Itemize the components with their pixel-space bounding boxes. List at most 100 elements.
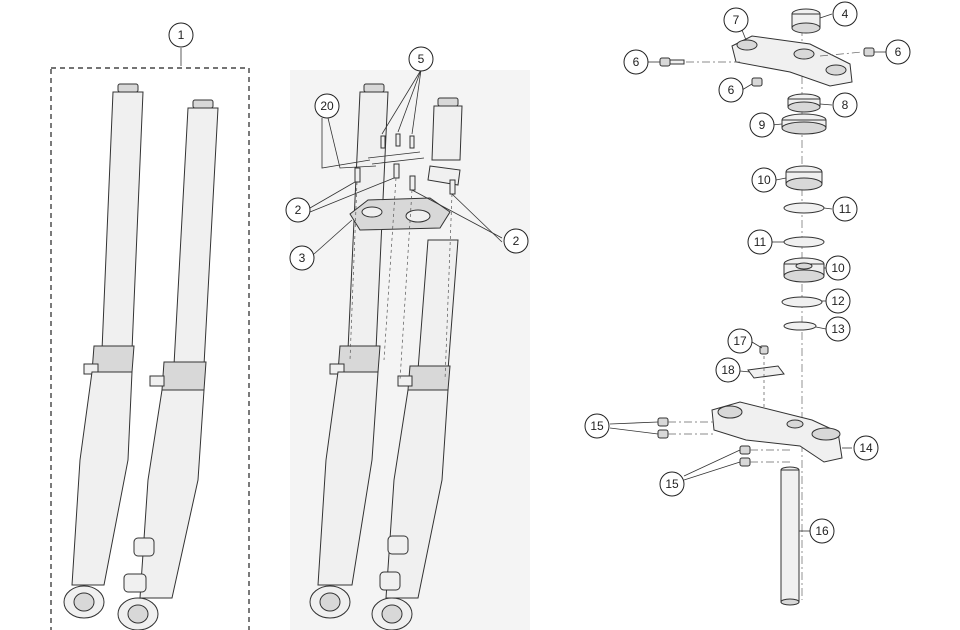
steering-stem-tube <box>780 466 800 606</box>
callout-number: 8 <box>842 98 849 112</box>
fork-leg-left <box>63 83 144 619</box>
callout-circle <box>168 22 194 48</box>
callout-circle <box>584 413 610 439</box>
callout-number: 2 <box>513 234 520 248</box>
callout-c2b: 2 <box>503 228 529 254</box>
steering-stem-assembly <box>609 8 886 606</box>
callout-circle <box>285 197 311 223</box>
callout-circle <box>832 92 858 118</box>
callout-circle <box>825 316 851 342</box>
callout-number: 6 <box>728 83 735 97</box>
bolt-6-left-shank <box>669 59 685 65</box>
seal-ring <box>781 296 823 308</box>
race-ring-lower <box>783 236 825 248</box>
callout-c14: 14 <box>853 435 879 461</box>
callout-c17: 17 <box>727 328 753 354</box>
top-clamp-plate <box>349 197 451 231</box>
dust-cover <box>783 321 817 331</box>
callout-number: 11 <box>754 235 767 249</box>
callout-circle <box>751 167 777 193</box>
steering-cap <box>791 8 821 34</box>
callout-number: 12 <box>831 294 845 308</box>
callout-c6a: 6 <box>623 49 649 75</box>
callout-c11b: 11 <box>747 229 773 255</box>
callout-circle <box>289 245 315 271</box>
callout-number: 4 <box>842 7 849 21</box>
callout-number: 13 <box>831 322 845 336</box>
callout-c3: 3 <box>289 245 315 271</box>
callout-number: 3 <box>299 251 306 265</box>
callout-c9: 9 <box>749 112 775 138</box>
pinch-bolt-2 <box>657 429 669 439</box>
callout-number: 2 <box>295 203 302 217</box>
callout-number: 17 <box>733 334 747 348</box>
race-ring-upper <box>783 202 825 214</box>
pinch-bolt-1 <box>657 417 669 427</box>
callout-number: 10 <box>831 261 845 275</box>
stem-washer <box>781 113 827 135</box>
callout-c10b: 10 <box>825 255 851 281</box>
pinch-bolt-3 <box>739 445 751 455</box>
callout-c8: 8 <box>832 92 858 118</box>
callout-c6c: 6 <box>718 77 744 103</box>
callout-number: 5 <box>418 52 425 66</box>
callout-number: 16 <box>815 524 829 538</box>
callout-c5: 5 <box>408 46 434 72</box>
callout-circle <box>832 196 858 222</box>
callout-circle <box>718 77 744 103</box>
pinch-bolt-4 <box>739 457 751 467</box>
callout-c10a: 10 <box>751 167 777 193</box>
callout-c7: 7 <box>723 7 749 33</box>
callout-circle <box>723 7 749 33</box>
callout-circle <box>853 435 879 461</box>
callout-circle <box>727 328 753 354</box>
fork-leg-right <box>117 99 219 630</box>
callout-c15b: 15 <box>659 471 685 497</box>
lock-plate <box>747 365 785 379</box>
callout-number: 7 <box>733 13 740 27</box>
callout-c6b: 6 <box>885 39 911 65</box>
callout-number: 6 <box>895 45 902 59</box>
bottom-triple-clamp <box>711 401 843 463</box>
bolt-6-right <box>863 47 875 57</box>
fork-assembly-exploded <box>290 69 530 630</box>
callout-c16: 16 <box>809 518 835 544</box>
callout-number: 18 <box>721 363 735 377</box>
callout-number: 15 <box>665 477 679 491</box>
callout-circle <box>314 93 340 119</box>
callout-c13: 13 <box>825 316 851 342</box>
bolt-6-lower <box>751 77 763 87</box>
callout-circle <box>623 49 649 75</box>
callout-circle <box>408 46 434 72</box>
callout-number: 1 <box>178 28 185 42</box>
fork-assembly-complete <box>50 48 250 630</box>
callout-number: 9 <box>759 118 766 132</box>
callout-c12: 12 <box>825 288 851 314</box>
callout-number: 10 <box>757 173 771 187</box>
callout-circle <box>747 229 773 255</box>
callout-circle <box>825 288 851 314</box>
callout-circle <box>749 112 775 138</box>
callout-c2a: 2 <box>285 197 311 223</box>
callout-number: 6 <box>633 55 640 69</box>
callout-c11a: 11 <box>832 196 858 222</box>
stem-nut <box>787 93 821 113</box>
callout-c15a: 15 <box>584 413 610 439</box>
callout-number: 15 <box>590 419 604 433</box>
callout-circle <box>715 357 741 383</box>
callout-c4: 4 <box>832 1 858 27</box>
callout-circle <box>832 1 858 27</box>
top-screws <box>367 133 425 165</box>
callout-number: 14 <box>859 441 873 455</box>
callout-circle <box>825 255 851 281</box>
callout-circle <box>809 518 835 544</box>
callout-circle <box>503 228 529 254</box>
callout-number: 11 <box>839 202 852 216</box>
callout-circle <box>885 39 911 65</box>
callout-c1: 1 <box>168 22 194 48</box>
lower-bearing <box>783 257 825 283</box>
callout-c20: 20 <box>314 93 340 119</box>
bolt-6-left <box>659 57 671 67</box>
